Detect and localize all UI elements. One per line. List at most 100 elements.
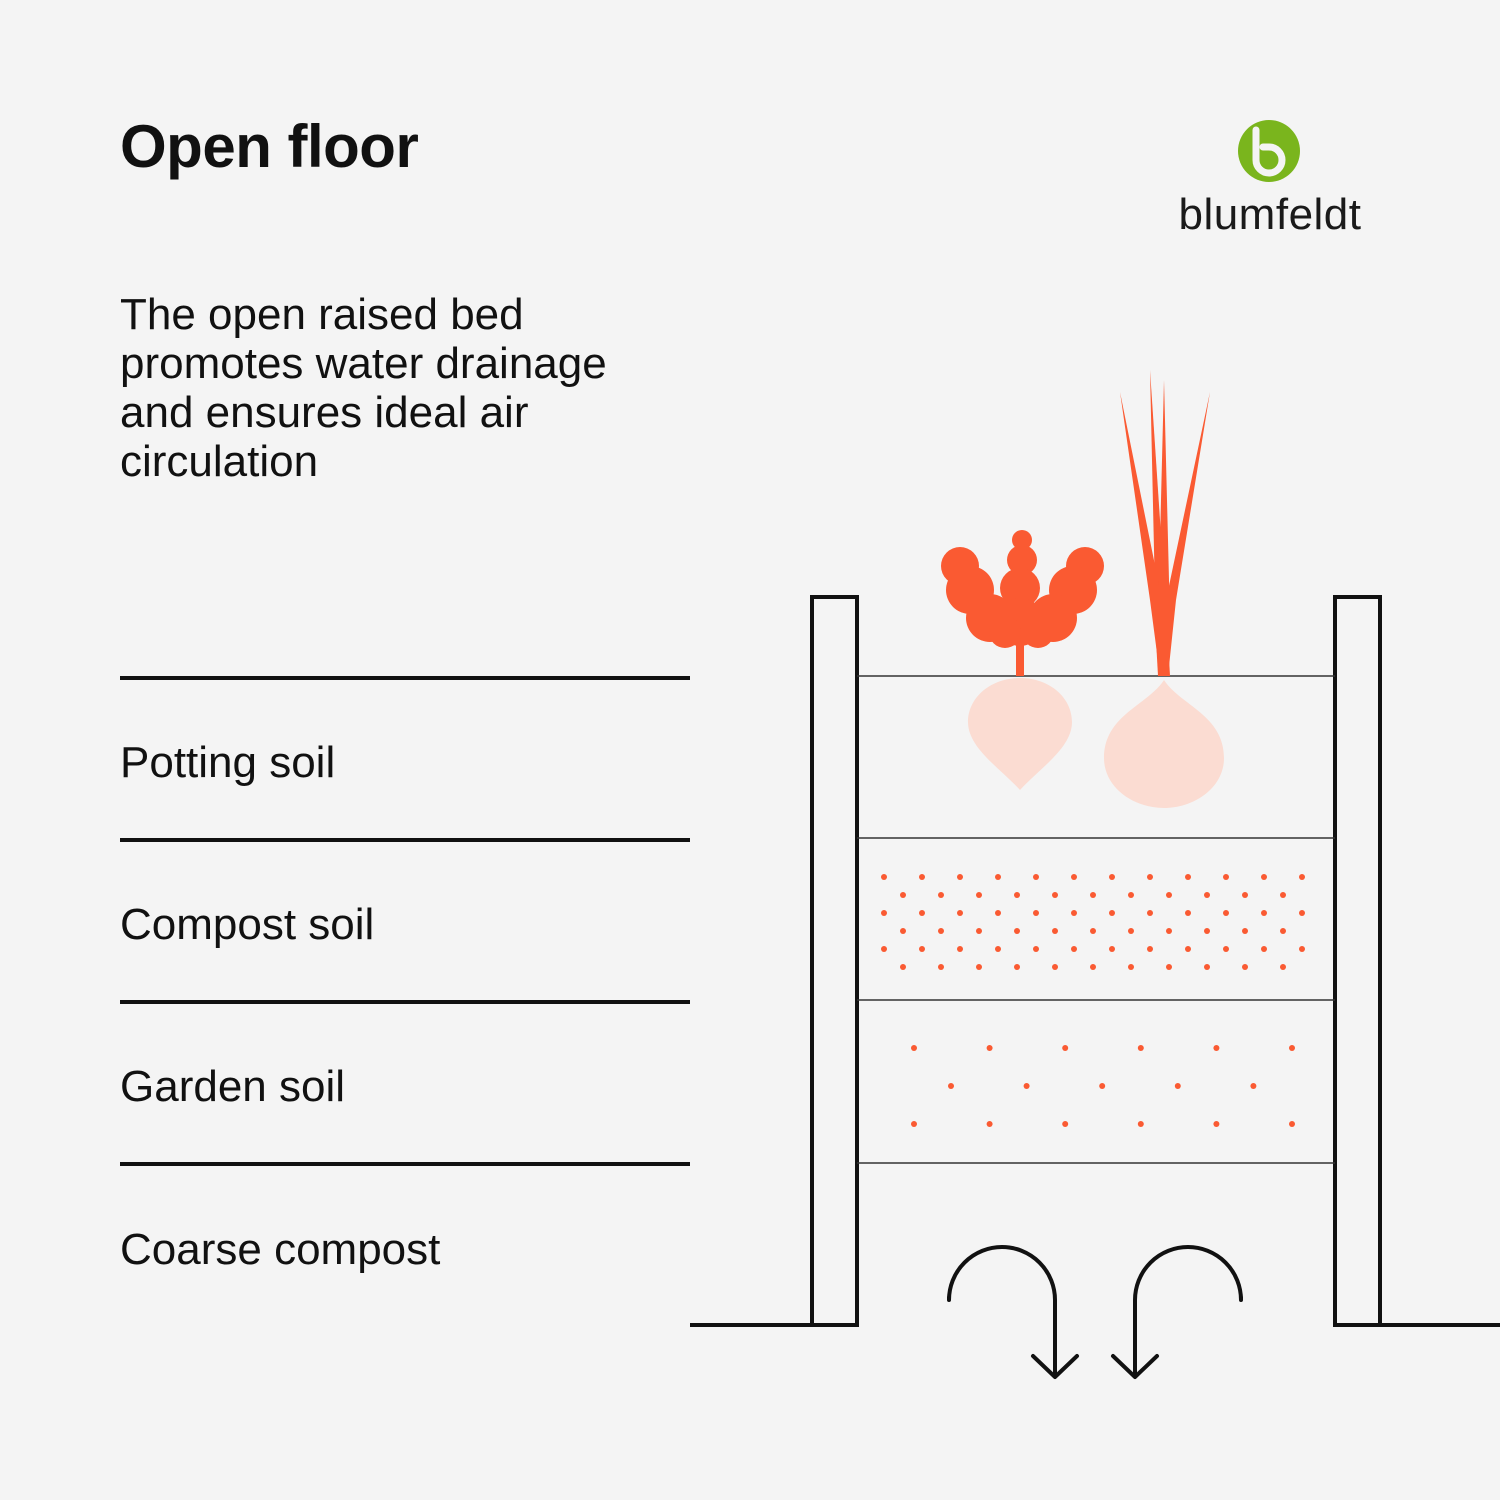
soil-dot	[1128, 928, 1134, 934]
soil-dot	[938, 964, 944, 970]
soil-dot	[1185, 946, 1191, 952]
soil-dot	[1147, 910, 1153, 916]
soil-dot	[1062, 1121, 1069, 1127]
soil-dot	[900, 892, 906, 898]
page-title: Open floor	[120, 113, 419, 180]
soil-dot	[1204, 892, 1210, 898]
soil-dot	[1166, 892, 1172, 898]
soil-dot	[911, 1045, 917, 1051]
beetroot-root-icon	[968, 678, 1072, 790]
soil-dot	[1052, 892, 1058, 898]
soil-dot	[881, 874, 887, 880]
layer-boundaries	[857, 675, 1335, 1164]
soil-dot	[900, 928, 906, 934]
soil-dot	[1280, 928, 1286, 934]
soil-dot	[1033, 874, 1039, 880]
soil-dot	[1023, 1083, 1030, 1089]
layer-label-garden-soil: Garden soil	[120, 1062, 346, 1111]
soil-dot	[1109, 874, 1115, 880]
soil-dot	[1280, 964, 1286, 970]
soil-dot	[900, 964, 906, 970]
soil-dot	[1090, 892, 1096, 898]
layer-divider	[120, 1162, 690, 1166]
soil-dot	[1261, 910, 1267, 916]
soil-dot	[1185, 910, 1191, 916]
soil-dot	[1261, 946, 1267, 952]
layer-label-compost-soil: Compost soil	[120, 900, 375, 949]
soil-dot	[957, 946, 963, 952]
soil-dot	[1242, 928, 1248, 934]
layer-divider	[120, 838, 690, 842]
brand-name: blumfeldt	[1178, 190, 1362, 239]
soil-dot	[1242, 892, 1248, 898]
soil-dot	[881, 946, 887, 952]
soil-dot	[1137, 1045, 1144, 1051]
soil-dot	[1289, 1121, 1295, 1127]
onion-bulb-icon	[1104, 680, 1224, 808]
layer-divider	[120, 676, 690, 680]
soil-dot	[1223, 874, 1229, 880]
soil-dot	[1071, 874, 1077, 880]
soil-dot	[919, 910, 925, 916]
soil-dot	[1250, 1083, 1257, 1089]
soil-dot	[986, 1121, 993, 1127]
soil-dot	[1174, 1083, 1181, 1089]
soil-dot	[986, 1045, 993, 1051]
soil-dot	[1147, 946, 1153, 952]
soil-dot	[1242, 964, 1248, 970]
drainage-arrow-icon	[947, 1245, 1243, 1379]
soil-dot	[1071, 910, 1077, 916]
soil-dot	[1289, 1045, 1295, 1051]
layer-label-coarse-compost: Coarse compost	[120, 1225, 441, 1274]
soil-dot	[1223, 946, 1229, 952]
soil-dot	[1090, 964, 1096, 970]
soil-dot	[1299, 874, 1305, 880]
soil-dot	[1062, 1045, 1069, 1051]
layer-divider	[120, 1000, 690, 1004]
soil-dot	[919, 946, 925, 952]
soil-dot	[957, 910, 963, 916]
soil-dot	[1090, 928, 1096, 934]
soil-dot	[1166, 928, 1172, 934]
brand-logo: blumfeldt	[1150, 118, 1390, 243]
compost-soil-dots	[881, 874, 1305, 970]
soil-dot	[938, 892, 944, 898]
soil-dot	[1109, 910, 1115, 916]
soil-dot	[1204, 928, 1210, 934]
soil-dot	[995, 910, 1001, 916]
soil-dot	[881, 910, 887, 916]
soil-dot	[995, 946, 1001, 952]
soil-dot	[1185, 874, 1191, 880]
soil-dot	[1071, 946, 1077, 952]
soil-dot	[1147, 874, 1153, 880]
garden-soil-dots	[911, 1045, 1295, 1127]
soil-dot	[957, 874, 963, 880]
beetroot-icon	[941, 530, 1104, 676]
soil-dot	[976, 892, 982, 898]
soil-dot	[1299, 910, 1305, 916]
soil-dot	[1280, 892, 1286, 898]
soil-dot	[1261, 874, 1267, 880]
soil-dot	[1109, 946, 1115, 952]
soil-dot	[1213, 1045, 1220, 1051]
soil-dot	[1128, 892, 1134, 898]
soil-dot	[1204, 964, 1210, 970]
soil-dot	[911, 1121, 917, 1127]
soil-dot	[1014, 892, 1020, 898]
bed-wall-right	[1333, 595, 1382, 1327]
soil-dot	[1137, 1121, 1144, 1127]
soil-dot	[1033, 946, 1039, 952]
soil-dot	[1299, 946, 1305, 952]
soil-dot	[948, 1083, 954, 1089]
layer-label-potting-soil: Potting soil	[120, 738, 336, 787]
soil-dot	[919, 874, 925, 880]
soil-dot	[1166, 964, 1172, 970]
soil-dot	[976, 928, 982, 934]
soil-dot	[1033, 910, 1039, 916]
soil-dot	[995, 874, 1001, 880]
soil-dot	[1099, 1083, 1106, 1089]
soil-dot	[938, 928, 944, 934]
bed-wall-left	[810, 595, 859, 1327]
soil-dot	[976, 964, 982, 970]
